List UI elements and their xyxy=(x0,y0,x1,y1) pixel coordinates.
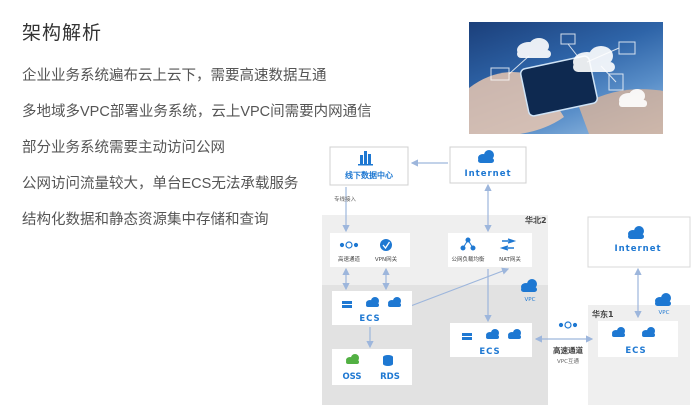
cloud-east-icon xyxy=(628,226,644,239)
vpc-label: VPC xyxy=(525,297,536,303)
vpc-east-label: VPC xyxy=(659,310,670,316)
express-connect-mid-icon xyxy=(558,321,578,329)
ecs-east-label: ECS xyxy=(625,346,646,356)
slb-label: 公网负载均衡 xyxy=(451,255,485,263)
internet-label: Internet xyxy=(464,169,511,179)
oss-label: OSS xyxy=(342,372,361,382)
offline-dc-box xyxy=(329,146,409,186)
vpn-gateway-icon xyxy=(380,239,392,251)
cloud-hand-photo xyxy=(469,22,663,134)
bullet-3: 部分业务系统需要主动访问公网 xyxy=(22,140,225,156)
vpc-cloud-icon xyxy=(521,279,537,292)
storage-box xyxy=(332,349,412,385)
bullet-1: 企业业务系统遍布云上云下，需要高速数据互通 xyxy=(22,68,327,84)
dedicated-line-label: 专线接入 xyxy=(334,195,357,203)
ecs-right-label: ECS xyxy=(479,347,500,357)
ecs-icon xyxy=(342,297,401,308)
bullet-2: 多地域多VPC部署业务系统，云上VPC间需要内网通信 xyxy=(22,104,372,120)
ecs-east-box xyxy=(598,321,678,357)
rds-icon xyxy=(383,355,393,366)
nat-gateway-icon xyxy=(499,238,517,251)
region-north2-label: 华北2 xyxy=(525,215,547,225)
bullet-5: 结构化数据和静态资源集中存储和查询 xyxy=(22,212,269,228)
internet-east-box xyxy=(587,216,691,268)
region-east1-label: 华东1 xyxy=(592,309,614,319)
rds-label: RDS xyxy=(380,372,400,382)
slb-icon xyxy=(460,237,476,251)
bullet-4: 公网访问流量较大，单台ECS无法承载服务 xyxy=(22,176,299,192)
express-connect-label: 高速通道 xyxy=(338,255,361,263)
offline-dc-label: 线下数据中心 xyxy=(345,170,393,180)
vpc-east-cloud-icon xyxy=(655,293,671,306)
cloud-icon xyxy=(478,150,494,163)
oss-icon xyxy=(346,354,359,364)
ecs-label: ECS xyxy=(359,314,380,324)
architecture-diagram: 线下数据中心 Internet 专线接入 华北2 高速通道 VPN网关 xyxy=(322,146,691,405)
vpn-gateway-label: VPN网关 xyxy=(375,255,398,263)
vpc-interconnect-label: VPC互通 xyxy=(557,357,579,365)
arrow-nat-ecs xyxy=(407,267,510,308)
express-connect-icon xyxy=(339,241,359,249)
internet-east-label: Internet xyxy=(614,244,661,254)
slide-title: 架构解析 xyxy=(22,23,103,44)
nat-gateway-label: NAT网关 xyxy=(499,255,521,263)
ecs-right-icon xyxy=(462,329,521,340)
offline-dc-icon xyxy=(358,151,373,166)
gateway-box xyxy=(330,233,410,267)
express-connect-mid-label: 高速通道 xyxy=(553,345,583,355)
ecs-east-icon xyxy=(612,327,655,337)
